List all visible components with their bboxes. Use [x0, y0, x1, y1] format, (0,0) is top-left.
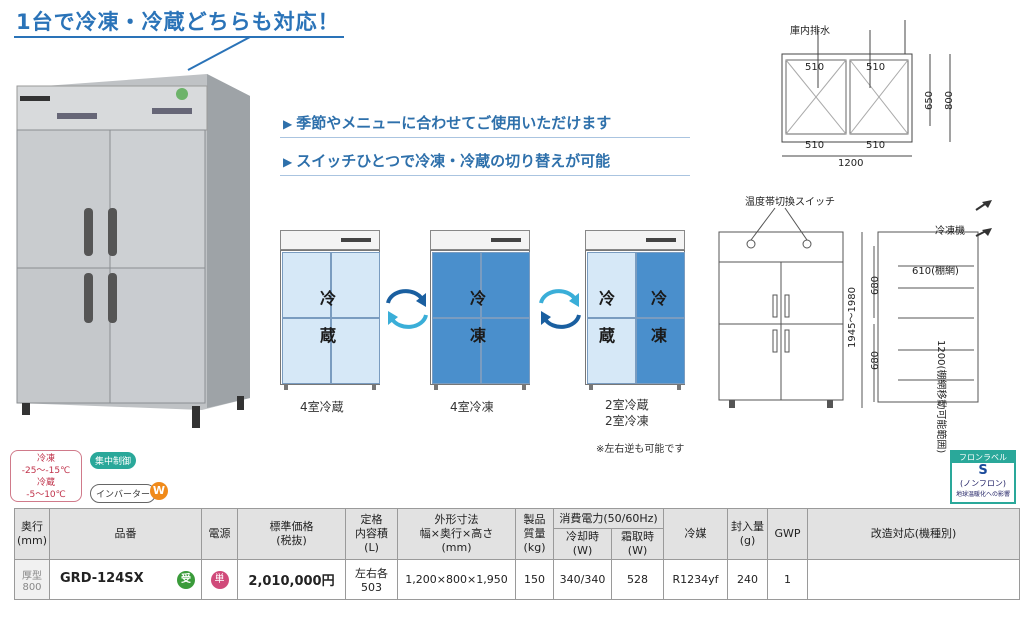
mode-caption: 2室冷蔵	[605, 398, 649, 412]
headline-pointer	[187, 36, 251, 71]
mode-label: 冷	[599, 289, 616, 308]
mode-caption: 4室冷蔵	[300, 400, 344, 414]
header-refrigerant: 冷媒	[663, 508, 729, 560]
top-view-drawing	[781, 20, 951, 157]
temperature-range-badge: 冷凍 -25～-15℃ 冷蔵 -5～10℃	[10, 450, 82, 502]
headline-rule	[14, 36, 344, 38]
triangle-icon: ▶	[283, 155, 293, 169]
depth-total-dim: 800	[944, 90, 956, 111]
cell-modification	[807, 559, 1020, 600]
shelf-range-dim: 1200(棚網移動可能範囲)	[935, 340, 946, 454]
freon-sub: (ノンフロン)	[959, 479, 1006, 488]
product-photo	[16, 74, 250, 428]
cell-depth: 厚型 800	[13, 559, 51, 600]
single-phase-icon: 単	[210, 570, 229, 589]
cell-power: 単	[201, 559, 239, 600]
mode-all-freeze: 冷 凍	[430, 230, 530, 390]
bullet-text: スイッチひとつで冷凍・冷蔵の切り替えが可能	[296, 152, 611, 170]
mode-label: 蔵	[320, 326, 337, 345]
cell-charge: 240	[727, 559, 769, 600]
freon-title: フロンラベル	[952, 452, 1014, 463]
header-defrost: 霜取時 (W)	[611, 528, 665, 560]
bullet-rule	[280, 137, 690, 138]
uke-icon: 受	[177, 570, 196, 589]
cell-cooling: 340/340	[553, 559, 613, 600]
side-view-drawing	[861, 200, 992, 408]
height-dim: 1945～1980	[846, 287, 858, 348]
header-weight: 製品 質量 (kg)	[515, 508, 555, 560]
cell-size: 1,200×800×1,950	[397, 559, 517, 600]
bullet-seasonal: ▶季節やメニューに合わせてご使用いただけます	[283, 112, 611, 133]
mode-label: 凍	[470, 326, 487, 345]
model-number: GRD-124SX	[60, 570, 144, 586]
inverter-badge: インバーター	[90, 484, 157, 503]
mode-label: 冷	[651, 289, 668, 308]
bullet-switch: ▶スイッチひとつで冷凍・冷蔵の切り替えが可能	[283, 150, 610, 171]
mode-label: 冷	[320, 289, 337, 308]
header-price: 標準価格 (税抜)	[237, 508, 347, 560]
header-gwp: GWP	[767, 508, 809, 560]
chill-range: -5～10℃	[26, 490, 66, 500]
central-control-badge: 集中制御	[90, 452, 137, 469]
freon-note: 地球温暖化への影響	[955, 491, 1010, 498]
header-modification: 改造対応(機種別)	[807, 508, 1020, 560]
cell-model: GRD-124SX 受	[49, 559, 203, 600]
mode-split: 冷 蔵 冷 凍	[585, 230, 685, 390]
switch-label: 温度帯切換スイッチ	[745, 197, 835, 208]
freon-grade: S	[978, 463, 988, 478]
freeze-label: 冷凍	[36, 454, 55, 464]
header-model: 品番	[49, 508, 203, 560]
mode-label: 冷	[470, 289, 487, 308]
depth-inner-dim: 650	[924, 90, 936, 111]
drain-label: 庫内排水	[790, 26, 830, 37]
cell-defrost: 528	[611, 559, 665, 600]
shelf-label: 610(棚網)	[912, 266, 959, 277]
header-charge: 封入量 (g)	[727, 508, 769, 560]
cell-refrigerant: R1234yf	[663, 559, 729, 600]
front-view-drawing	[718, 207, 844, 408]
header-size: 外形寸法 幅×奥行×高さ (mm)	[397, 508, 517, 560]
reverse-note: ※左右逆も可能です	[596, 444, 685, 455]
headline: 1台で冷凍・冷蔵どちらも対応！	[16, 10, 340, 34]
cycle-arrow-icon	[539, 289, 581, 329]
width-dim: 510	[866, 62, 886, 73]
mode-label: 蔵	[599, 326, 616, 345]
mode-caption: 2室冷凍	[605, 414, 649, 428]
cell-gwp: 1	[767, 559, 809, 600]
freon-label: フロンラベル S (ノンフロン) 地球温暖化への影響	[950, 450, 1016, 504]
freeze-range: -25～-15℃	[21, 466, 71, 476]
cooler-label: 冷凍機	[935, 226, 965, 237]
mode-all-chill: 冷 蔵	[280, 230, 380, 390]
header-depth: 奥行 (mm)	[13, 508, 51, 560]
spec-table: 奥行 (mm) 品番 電源 標準価格 (税抜) 定格 内容積 (L) 外形寸法 …	[13, 508, 1020, 600]
cell-price: 2,010,000円	[237, 559, 347, 600]
width-dim: 510	[805, 140, 825, 151]
bullet-text: 季節やメニューに合わせてご使用いただけます	[296, 114, 612, 132]
header-power: 電源	[201, 508, 239, 560]
cell-weight: 150	[515, 559, 555, 600]
lower-section-dim: 680	[870, 350, 882, 371]
cell-capacity: 左右各 503	[345, 559, 399, 600]
triangle-icon: ▶	[283, 117, 293, 131]
width-dim: 510	[805, 62, 825, 73]
w-badge-icon: W	[150, 482, 168, 500]
header-capacity: 定格 内容積 (L)	[345, 508, 399, 560]
bullet-rule	[280, 175, 690, 176]
cycle-arrow-icon	[386, 289, 428, 329]
upper-section-dim: 680	[870, 275, 882, 296]
table-row: 厚型 800 GRD-124SX 受 単 2,010,000円 左右各 503 …	[13, 559, 1020, 600]
mode-label: 凍	[651, 326, 668, 345]
chill-label: 冷蔵	[36, 478, 55, 488]
header-consumption: 消費電力(50/60Hz)	[553, 508, 665, 529]
header-cooling: 冷却時 (W)	[553, 528, 613, 560]
width-dim: 510	[866, 140, 886, 151]
total-width-dim: 1200	[838, 158, 864, 169]
mode-caption: 4室冷凍	[450, 400, 494, 414]
